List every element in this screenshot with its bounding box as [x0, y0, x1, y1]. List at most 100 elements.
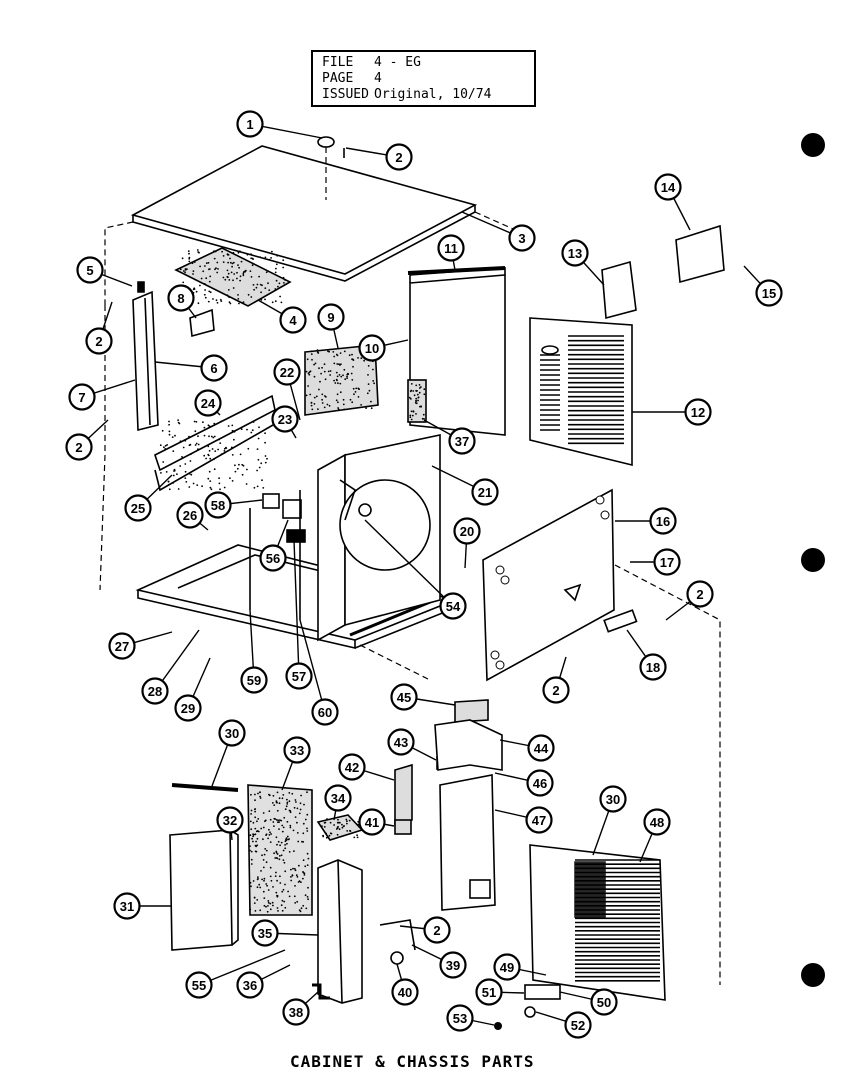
callout-54: 54 — [364, 519, 467, 620]
divider-slot — [469, 879, 491, 899]
callout-circle — [311, 698, 339, 726]
callout-number: 16 — [656, 514, 670, 529]
callout-58: 58 — [204, 491, 263, 519]
callout-circle — [385, 143, 413, 171]
callout-circle — [653, 548, 681, 576]
cover-outline — [104, 221, 134, 305]
grille-knob-hole — [541, 345, 559, 355]
callout-number: 2 — [395, 150, 402, 165]
callout-number: 31 — [120, 899, 134, 914]
bracket-39 — [379, 919, 416, 951]
top-cover-edge — [132, 205, 476, 282]
bracket-38 — [312, 983, 330, 1000]
callout-35: 35 — [251, 919, 319, 947]
registration-dot — [801, 548, 825, 572]
callout-number: 4 — [289, 313, 297, 328]
callout-circle — [423, 916, 451, 944]
leader-line — [364, 519, 454, 607]
part-41 — [394, 819, 412, 835]
callout-circle — [686, 580, 714, 608]
file-label: FILE — [322, 55, 354, 70]
callout-7: 7 — [68, 379, 136, 411]
callout-53: 53 — [446, 1004, 495, 1032]
callout-number: 7 — [78, 390, 85, 405]
callout-29: 29 — [174, 657, 211, 722]
callout-circle — [279, 306, 307, 334]
grille-dark-block — [574, 861, 606, 918]
callout-14: 14 — [654, 173, 691, 231]
washer-52 — [524, 1006, 536, 1018]
callout-45: 45 — [390, 683, 456, 711]
callout-circle — [358, 334, 386, 362]
callout-number: 32 — [223, 813, 237, 828]
callout-number: 25 — [131, 501, 145, 516]
callout-circle — [108, 632, 136, 660]
callout-circle — [471, 478, 499, 506]
callout-49: 49 — [493, 953, 547, 981]
callout-circle — [446, 1004, 474, 1032]
fan-opening — [339, 479, 431, 571]
callout-circle — [185, 971, 213, 999]
callout-number: 51 — [482, 985, 496, 1000]
callout-50: 50 — [559, 988, 618, 1016]
callout-number: 11 — [444, 241, 458, 256]
strap-18 — [603, 609, 638, 633]
callout-circle — [124, 494, 152, 522]
bracket-44 — [434, 719, 503, 771]
callout-number: 2 — [433, 923, 440, 938]
callout-circle — [317, 303, 345, 331]
callout-25: 25 — [124, 474, 173, 522]
callout-number: 55 — [192, 978, 206, 993]
vent-hole — [595, 495, 605, 505]
callout-circle — [174, 694, 202, 722]
callout-circle — [755, 279, 783, 307]
callout-circle — [639, 653, 667, 681]
callout-40: 40 — [391, 963, 419, 1006]
callout-circle — [141, 677, 169, 705]
callout-8: 8 — [167, 284, 197, 319]
callout-number: 56 — [266, 551, 280, 566]
callout-circle — [527, 734, 555, 762]
vent-hole — [490, 650, 500, 660]
callout-number: 58 — [211, 498, 225, 513]
callout-number: 59 — [247, 673, 261, 688]
callout-number: 9 — [327, 310, 334, 325]
vent-hole — [500, 575, 510, 585]
block-texture — [321, 818, 360, 839]
chassis-outline-left — [99, 305, 106, 591]
callout-circle — [218, 719, 246, 747]
callout-circle — [236, 110, 264, 138]
callout-number: 5 — [86, 263, 93, 278]
callout-number: 48 — [650, 815, 664, 830]
vent-hole — [495, 565, 505, 575]
callout-28: 28 — [141, 629, 200, 705]
callout-circle — [526, 769, 554, 797]
registration-dot — [801, 963, 825, 987]
callout-number: 23 — [278, 412, 292, 427]
divider-47 — [439, 774, 496, 911]
page-label: PAGE — [322, 71, 354, 86]
callout-number: 22 — [280, 365, 294, 380]
small-bracket-8 — [189, 308, 215, 338]
callout-1: 1 — [236, 110, 323, 139]
washer-40 — [390, 951, 404, 965]
callout-number: 47 — [532, 813, 546, 828]
rear-grille-louvers — [575, 859, 660, 982]
callout-20: 20 — [453, 517, 481, 569]
callout-circle — [283, 736, 311, 764]
callout-21: 21 — [431, 465, 499, 506]
callout-number: 53 — [453, 1011, 467, 1026]
partition-left — [317, 453, 346, 642]
capacitor-58 — [262, 493, 280, 509]
callout-11: 11 — [437, 234, 465, 271]
callout-circle — [285, 662, 313, 690]
callout-43: 43 — [387, 728, 437, 761]
evaporator-coil-31 — [169, 829, 233, 951]
callout-circle — [590, 988, 618, 1016]
callout-number: 2 — [95, 334, 102, 349]
callout-circle — [643, 808, 671, 836]
callout-number: 42 — [345, 760, 359, 775]
callout-number: 14 — [661, 180, 676, 195]
